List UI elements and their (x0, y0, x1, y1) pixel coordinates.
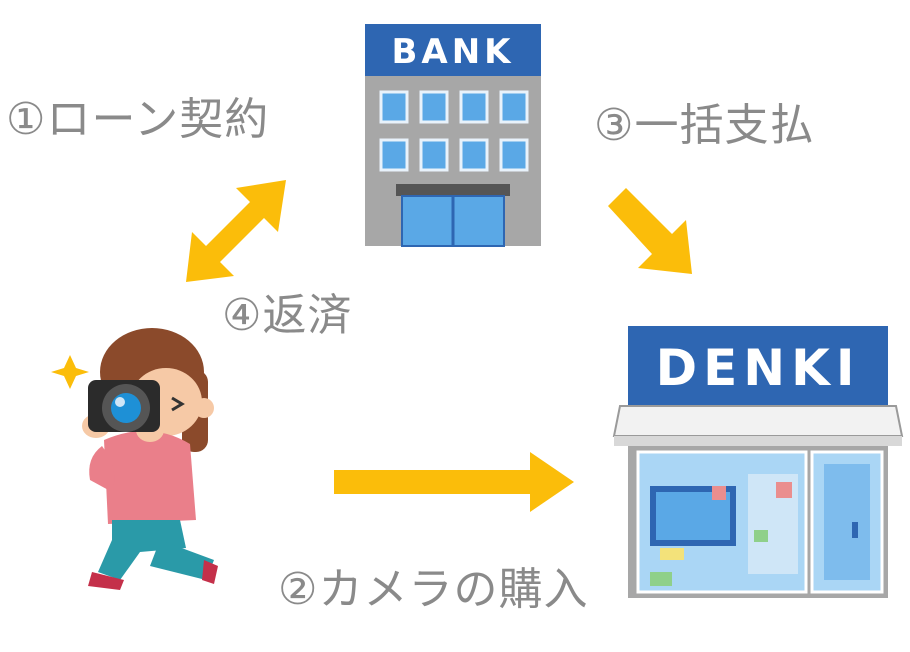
bank-sign-text: BANK (391, 32, 514, 72)
photographer-illustration (51, 328, 218, 590)
label-loan-contract: ①ローン契約 (6, 94, 270, 145)
denki-store: DENKI (612, 326, 904, 598)
bank-sign (365, 24, 541, 76)
sparkle-icon (51, 355, 89, 389)
label-repayment: ④返済 (222, 290, 353, 341)
store-awning (612, 405, 904, 437)
arrow-purchase (334, 452, 574, 512)
store-sign-text: DENKI (656, 339, 861, 397)
arrow-payment (608, 188, 692, 274)
label-camera-purchase: ②カメラの購入 (278, 564, 589, 615)
store-sign (628, 326, 888, 406)
label-lump-sum-payment: ③一括支払 (594, 100, 815, 151)
bank-building: BANK (365, 24, 541, 247)
bank-windows (379, 90, 529, 172)
arrow-loan-repayment (186, 180, 286, 282)
